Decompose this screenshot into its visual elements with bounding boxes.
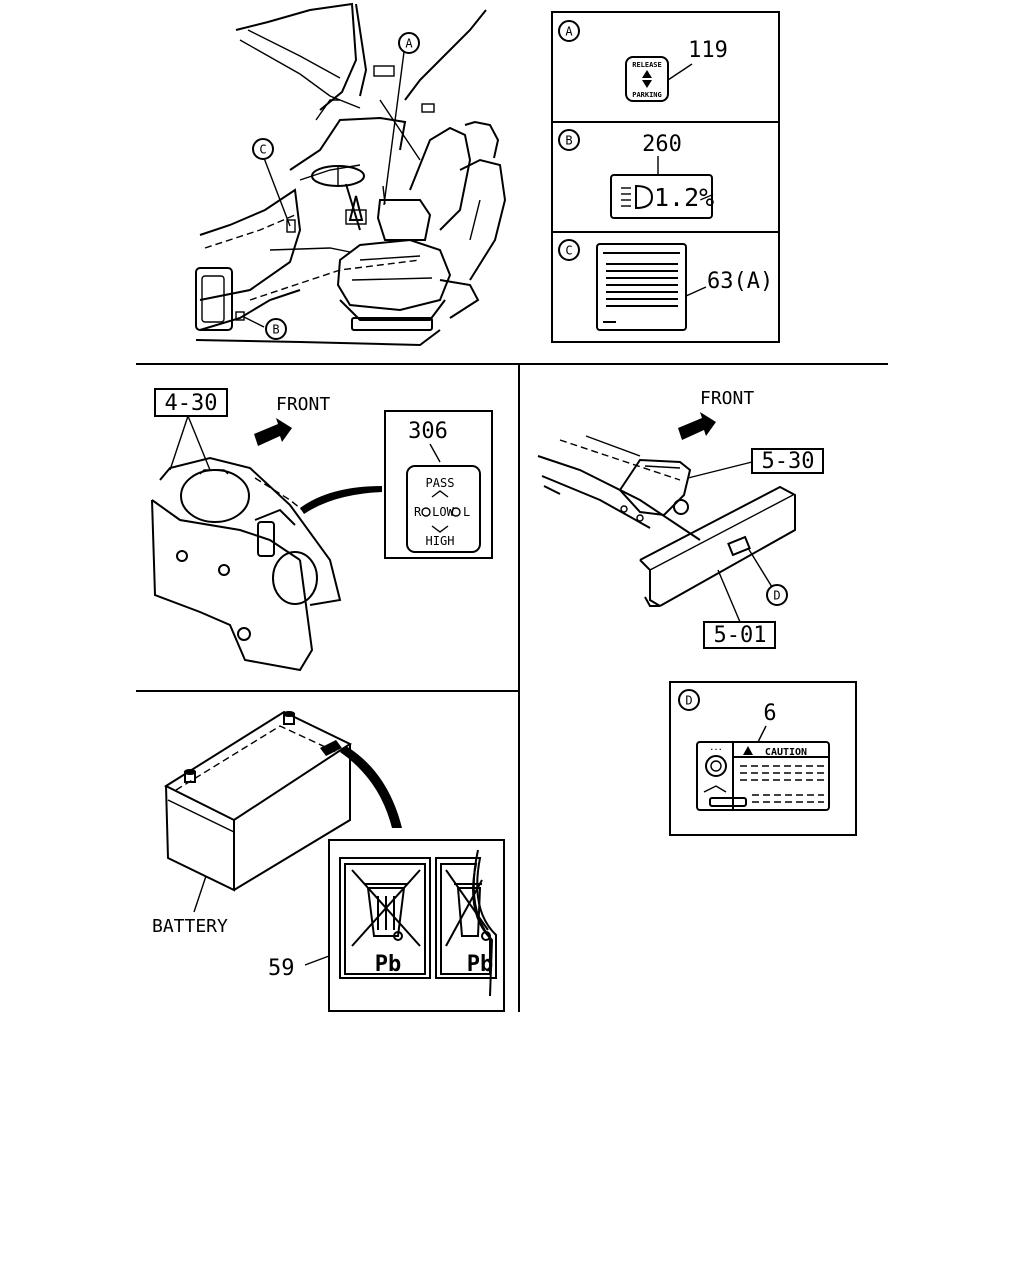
switch-ref-box-text: 4-30 xyxy=(165,391,218,416)
label-text-lines xyxy=(603,252,680,323)
frame-front-text: FRONT xyxy=(700,388,754,409)
panel-d-caution-label: D 6 ... CAUTION xyxy=(669,681,857,836)
panel-a-letter: A xyxy=(565,25,573,39)
detail-panels-abc xyxy=(551,11,780,343)
panel-c-letter: C xyxy=(565,244,572,258)
pb-text-1: Pb xyxy=(375,952,402,977)
headlamp-icon xyxy=(621,184,654,210)
frame-section: FRONT 5-30 D xyxy=(537,388,824,649)
switch-right-indicator-icon xyxy=(451,507,461,517)
switch-section: 4-30 FRONT 306 PASS R LOW xyxy=(151,388,493,672)
switch-pass-text: PASS xyxy=(426,476,455,490)
switch-low-text: LOW xyxy=(432,505,454,519)
frame-rail-drawing xyxy=(537,435,796,607)
switch-r-text: R xyxy=(414,505,422,519)
switch-up-arrow-icon xyxy=(431,490,449,498)
switch-front-text: FRONT xyxy=(276,394,330,415)
panel-c-info-label: C 63(A) xyxy=(558,239,773,331)
panel-a-parking-label: A 119 RELEASE PARKING xyxy=(558,20,728,102)
cab-interior-illustration xyxy=(195,2,507,347)
front-arrow-icon xyxy=(254,418,292,446)
frame-ref-box-2-text: 5-01 xyxy=(714,623,767,648)
panel-c-part-number: 63(A) xyxy=(707,269,773,294)
switch-part-number: 306 xyxy=(408,419,448,444)
pb-text-2: Pb xyxy=(467,952,494,977)
callout-c-marker: C xyxy=(252,138,274,160)
switch-leader-line xyxy=(300,486,382,514)
arrow-down-icon xyxy=(642,80,652,88)
reservoir-mark: ... xyxy=(710,744,723,752)
panel-d-letter: D xyxy=(685,694,692,708)
switch-l-text: L xyxy=(463,505,470,519)
battery-section: BATTERY 59 Pb xyxy=(152,710,505,1012)
battery-drawing xyxy=(163,710,353,892)
frame-callout-d-marker: D xyxy=(766,584,788,606)
battery-label-text: BATTERY xyxy=(152,916,228,937)
panel-a-parking-text: PARKING xyxy=(632,91,662,99)
panel-b-value-text: 1.2% xyxy=(654,183,714,212)
panel-d-part-number: 6 xyxy=(763,701,776,726)
crossed-bin-icon-2 xyxy=(445,869,491,947)
panel-b-headlamp-label: B 260 1.2% xyxy=(558,129,714,219)
callout-b-marker: B xyxy=(265,318,287,340)
crossed-bin-icon-1 xyxy=(351,869,421,947)
callout-a-marker: A xyxy=(398,32,420,54)
pb-label-1: Pb xyxy=(339,857,431,979)
panel-b-part-number: 260 xyxy=(642,132,682,157)
caution-text-lines xyxy=(740,765,824,803)
pb-label-2: Pb xyxy=(435,849,497,997)
battery-leader-line xyxy=(340,746,402,828)
arrow-up-icon xyxy=(642,70,652,78)
switch-high-text: HIGH xyxy=(426,534,455,548)
switch-left-indicator-icon xyxy=(421,507,431,517)
combination-switch-body xyxy=(151,456,342,672)
callout-c-text: C xyxy=(259,143,266,157)
callout-b-text: B xyxy=(272,323,279,337)
panel-a-release-text: RELEASE xyxy=(632,61,662,69)
warning-triangle-icon xyxy=(743,746,753,755)
reservoir-cap-icon xyxy=(705,755,727,777)
frame-ref-box-1-text: 5-30 xyxy=(762,449,815,474)
callout-a-text: A xyxy=(405,37,413,51)
switch-down-arrow-icon xyxy=(431,525,449,533)
panel-b-letter: B xyxy=(565,134,572,148)
frame-front-arrow-icon xyxy=(678,412,716,440)
frame-callout-d-text: D xyxy=(773,589,780,603)
section-dividers xyxy=(136,363,888,1012)
panel-a-part-number: 119 xyxy=(688,38,728,63)
battery-part-number: 59 xyxy=(268,956,295,981)
panel-d-caution-text: CAUTION xyxy=(765,747,807,758)
